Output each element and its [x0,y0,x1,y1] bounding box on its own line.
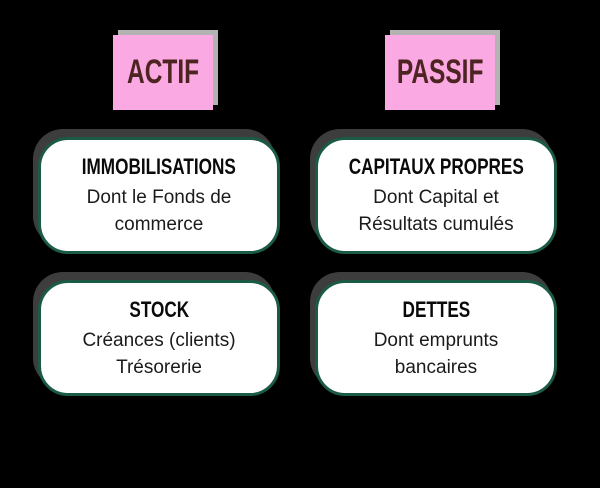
card-dettes: DETTES Dont emprunts bancaires [315,280,557,396]
card-capitaux-propres-line-1: Dont Capital et [373,187,499,208]
header-actif: ACTIF [113,35,213,110]
header-actif-label: ACTIF [126,53,200,91]
card-dettes-line-2: bancaires [394,357,478,378]
card-dettes-title: DETTES [402,297,470,322]
header-passif-label: PASSIF [396,53,484,91]
card-capitaux-propres-line-2: Résultats cumulés [358,214,514,235]
card-stock: STOCK Créances (clients) Trésorerie [38,280,280,396]
card-immobilisations-title: IMMOBILISATIONS [81,154,237,179]
card-dettes-line-1: Dont emprunts [373,330,499,351]
card-capitaux-propres-title: CAPITAUX PROPRES [348,154,524,179]
card-immobilisations-line-1: Dont le Fonds de [86,187,232,208]
card-stock-title: STOCK [129,297,189,322]
card-stock-line-2: Trésorerie [116,357,202,378]
card-immobilisations-line-2: commerce [114,214,204,235]
card-capitaux-propres: CAPITAUX PROPRES Dont Capital et Résulta… [315,137,557,254]
header-passif: PASSIF [385,35,495,110]
card-stock-line-1: Créances (clients) [82,330,236,351]
card-immobilisations: IMMOBILISATIONS Dont le Fonds de commerc… [38,137,280,254]
